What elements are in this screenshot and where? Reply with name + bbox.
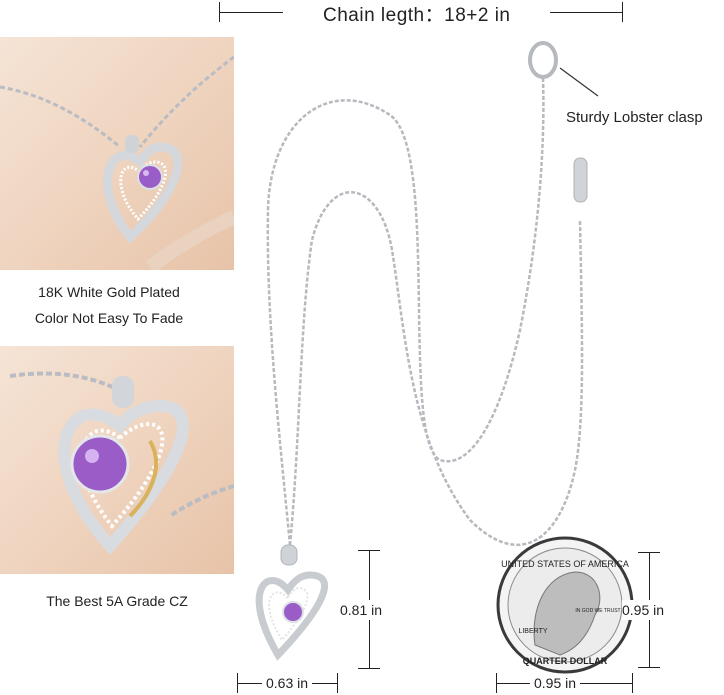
coin-height-tick-bottom	[638, 667, 660, 668]
lobster-clasp	[528, 41, 558, 79]
pendant-height-label: 0.81 in	[340, 600, 383, 620]
coin-height-tick-top	[638, 552, 660, 553]
pendant-width-tick-left	[237, 673, 238, 693]
pendant-width-label: 0.63 in	[262, 675, 313, 691]
coin-text-motto: IN GOD WE TRUST	[575, 608, 620, 614]
coin-width-tick-right	[632, 673, 633, 693]
coin-width-label: 0.95 in	[530, 675, 581, 691]
stone-closeup-photo	[0, 346, 234, 574]
pendant-height-tick-top	[358, 550, 380, 551]
chain-length-label: Chain legth：18+2 in	[323, 5, 511, 26]
coin-text-bottom: QUARTER DOLLAR	[523, 656, 608, 666]
coin-height-label: 0.95 in	[622, 600, 665, 620]
chain-length-tick-left	[219, 2, 220, 22]
extender-tab	[573, 157, 588, 203]
pendant-stone	[282, 601, 304, 623]
pendant-bail	[280, 544, 298, 566]
feature-plating-line1: 18K White Gold Plated	[38, 284, 180, 300]
chain-length-line-right	[550, 12, 622, 13]
chain-length-line-left	[219, 12, 283, 13]
clasp-callout-leader	[559, 67, 599, 97]
chain-strand-inner	[288, 191, 584, 547]
coin-portrait	[533, 571, 601, 656]
coin-width-tick-left	[496, 673, 497, 693]
clasp-callout-label: Sturdy Lobster clasp	[566, 109, 703, 126]
coin-text-liberty: LIBERTY	[518, 628, 547, 635]
pendant-width-tick-right	[337, 673, 338, 693]
chain-strand-outer	[266, 77, 545, 546]
chain-length-tick-right	[622, 2, 623, 22]
pendant-heart	[255, 571, 328, 661]
pendant-closeup-photo	[0, 37, 234, 270]
coin-text-top: UNITED STATES OF AMERICA	[501, 559, 629, 569]
feature-plating-line2: Color Not Easy To Fade	[34, 310, 184, 326]
pendant-closeup-image	[0, 55, 234, 270]
pendant-inner-heart	[268, 586, 309, 642]
pendant-height-tick-bottom	[358, 668, 380, 669]
stone-closeup-image	[9, 371, 234, 556]
feature-stone-grade: The Best 5A Grade CZ	[46, 593, 188, 609]
